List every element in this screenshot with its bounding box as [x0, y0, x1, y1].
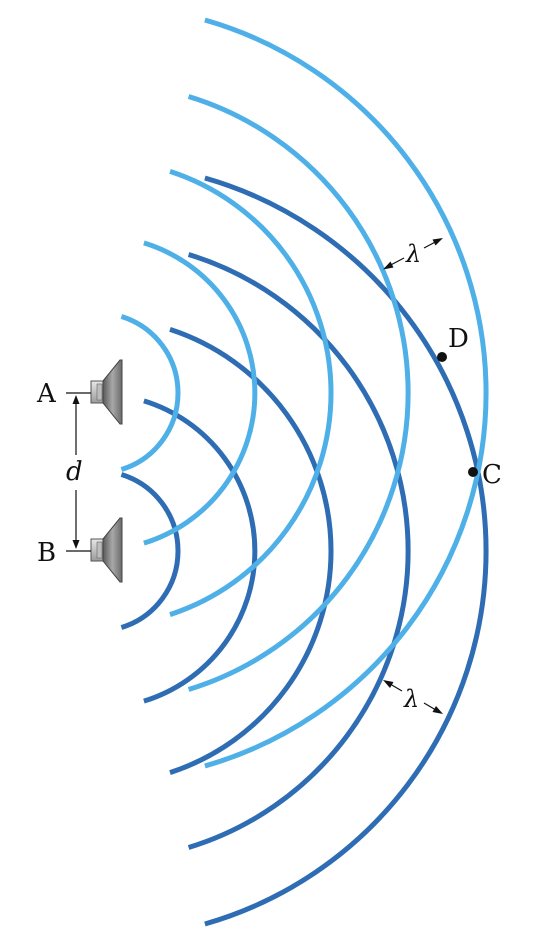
point-d-label: D	[448, 324, 469, 354]
waves-b-wavefront-1	[120, 472, 181, 630]
wavelength-label-lower: λ	[403, 685, 419, 713]
waves-b-wavefront-2	[143, 398, 258, 704]
waves-a-wavefront-1	[120, 314, 181, 472]
waves-a-wavefront-4	[187, 94, 411, 692]
separation-dimension	[72, 395, 80, 549]
source-b-label: B	[37, 538, 56, 568]
wavelength-marker-lower	[383, 680, 443, 714]
point-c-label: C	[482, 460, 502, 490]
wavelength-marker-upper	[383, 238, 443, 270]
waves-b-wavefront-4	[187, 252, 411, 850]
wavefronts-from-b	[120, 175, 489, 927]
waves-a-wavefront-2	[143, 240, 258, 546]
wavelength-label-upper: λ	[405, 240, 421, 268]
waves-b-wavefront-3	[169, 327, 334, 775]
speaker-b-icon	[90, 517, 123, 583]
wavefronts-from-a	[120, 17, 489, 769]
point-d-marker	[437, 352, 447, 362]
source-a-label: A	[36, 379, 57, 409]
separation-label: d	[66, 457, 83, 487]
waves-a-wavefront-5	[204, 17, 489, 769]
waves-b-wavefront-5	[204, 175, 489, 927]
speaker-a-icon	[90, 359, 123, 425]
waves-a-wavefront-3	[169, 169, 334, 617]
point-c-marker	[468, 467, 478, 477]
